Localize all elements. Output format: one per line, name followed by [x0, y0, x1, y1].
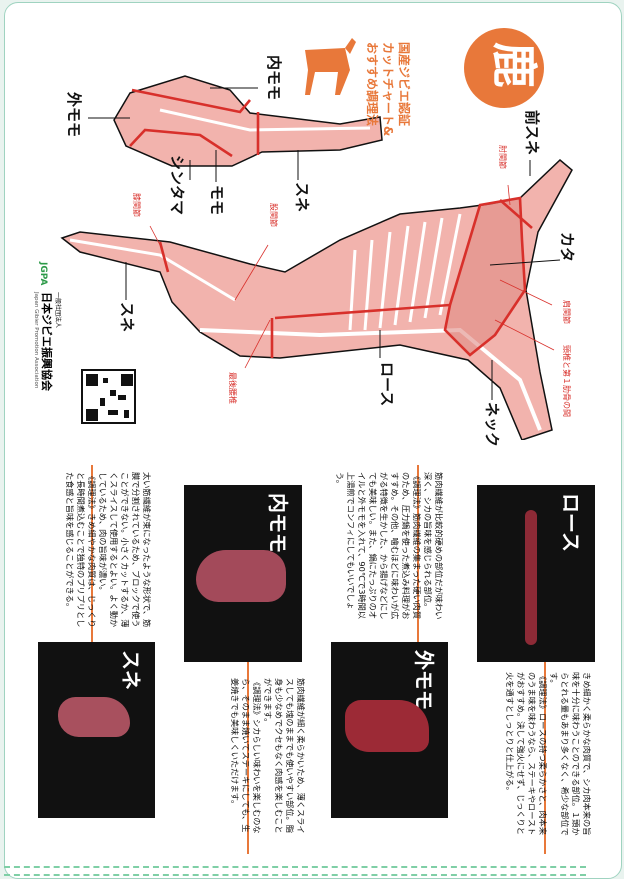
org-name-en: Japan Gibier Promotion Association	[33, 292, 39, 389]
meat-image	[525, 510, 537, 645]
photo-uchimomo: 内モモ	[184, 485, 302, 662]
label-sune-upper: スネ	[293, 182, 311, 213]
cut-description-sune: 太い筋繊維が束になったような形状で、筋膜で分割されているため、ブロックで使うこと…	[52, 472, 152, 634]
photo-title: スネ	[119, 650, 143, 690]
label-sotomomo: 外モモ	[65, 92, 83, 138]
photo-sotomomo: 外モモ	[331, 642, 448, 818]
photo-sune: スネ	[38, 642, 155, 818]
hind-leg	[113, 75, 383, 167]
shoulder-region	[445, 198, 525, 355]
qr-code	[81, 369, 136, 424]
desc: 筋肉繊維が比較的硬めの部位だが味わい深く、シカの旨味を感じられる部位。	[423, 472, 444, 620]
footer-dashed-border	[4, 866, 586, 876]
joint-neck-rib: 頸椎と第１肋骨の間	[562, 345, 571, 417]
label-kata: カタ	[558, 232, 576, 263]
photo-title: 外モモ	[412, 650, 436, 710]
photo-title: 内モモ	[266, 493, 290, 553]
recipe: 《調理法》シカらしい味わいを楽しむのなら、そのまま焼いてステーキにしても、生姜焼…	[230, 678, 262, 834]
recipe: 《調理法》ロースの持つ柔らかさと、肉本来のうま味を味わうなら、ステーキやロースト…	[505, 672, 548, 836]
divider	[417, 465, 419, 643]
cut-description-sotomomo: 筋肉繊維が比較的硬めの部位だが味わい深く、シカの旨味を感じられる部位。 《調理法…	[334, 472, 444, 622]
title-line: カットチャート&	[381, 42, 395, 137]
emblem-circle	[464, 28, 544, 108]
divider	[91, 465, 93, 645]
emblem-text: 鹿	[487, 42, 541, 88]
cut-description-rosu: きめ細かく柔らかな肉質で、シカ肉本来の旨味を十分に味わうことのできる部位。１頭か…	[484, 672, 592, 842]
desc: 筋肉繊維が細く柔らかいため、薄くスライスしても塊のままでも使いやすい部位。脂身も…	[263, 678, 306, 834]
label-uchimomo: 内モモ	[265, 55, 283, 101]
recipe: 《調理法》筋肉繊維の集まった硬い肉質のため、圧力鍋を使った煮込み料理がおすすめ。…	[335, 472, 422, 620]
label-rosu: ロース	[378, 362, 396, 407]
divider	[247, 662, 249, 854]
photo-title: ロース	[559, 493, 583, 552]
cut-chart-diagram	[60, 28, 573, 440]
joint-shoulder: 肩関節	[562, 300, 571, 324]
joint-hip: 股関節	[269, 203, 278, 227]
org-type: 一般社団法人	[54, 292, 61, 329]
divider	[544, 662, 546, 854]
cut-lines	[129, 88, 533, 358]
page-title: 国産ジビエ認証 カットチャート& おすすめ調理法	[364, 42, 412, 136]
photo-rosu: ロース	[477, 485, 595, 662]
joint-lumbar: 最後腰椎	[228, 372, 237, 404]
meat-image	[58, 697, 130, 737]
label-sune-lower: スネ	[118, 302, 136, 333]
meat-image	[196, 550, 286, 602]
leader-lines	[88, 87, 561, 400]
organization-block: 一般社団法人 日本ジビエ振興協会 Japan Gibier Promotion …	[30, 292, 63, 391]
label-momo: モモ	[208, 185, 226, 216]
jgpa-logo: JGPA	[38, 262, 48, 286]
meat-image	[345, 700, 429, 752]
label-nekku: ネック	[483, 402, 501, 448]
joint-knee: 膝関節	[132, 193, 141, 217]
desc: きめ細かく柔らかな肉質で、シカ肉本来の旨味を十分に味わうことのできる部位。１頭か…	[549, 672, 592, 836]
label-shintama: シンタマ	[168, 155, 186, 216]
label-maesune: 前スネ	[523, 110, 541, 156]
desc: 太い筋繊維が束になったような形状で、筋膜で分割されているため、ブロックで使うこと…	[98, 472, 152, 628]
joint-leader-lines	[149, 184, 555, 369]
org-name: 日本ジビエ振興協会	[40, 292, 53, 391]
deer-silhouette	[305, 38, 356, 95]
recipe: 《調理法》きめ細やかな肉質は、じっくりと長時間煮込むことで独特のプリプリとした食…	[65, 472, 97, 628]
title-line: おすすめ調理法	[365, 42, 379, 127]
ribs	[69, 108, 542, 431]
title-line: 国産ジビエ認証	[397, 42, 411, 127]
cut-description-uchimomo: 筋肉繊維が細く柔らかいため、薄くスライスしても塊のままでも使いやすい部位。脂身も…	[196, 678, 306, 838]
joint-elbow: 肘関節	[498, 145, 507, 169]
